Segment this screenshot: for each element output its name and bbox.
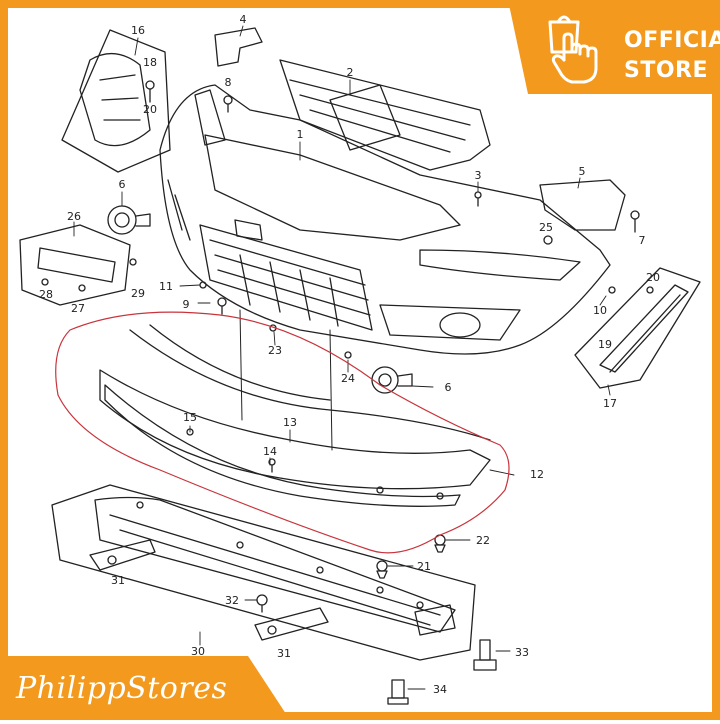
label-30: 30 — [191, 645, 205, 658]
label-32: 32 — [225, 594, 239, 607]
label-7: 7 — [639, 234, 646, 247]
badge-line-store: STORE — [624, 58, 709, 83]
part-33-bolt — [479, 639, 491, 661]
label-21: 21 — [417, 560, 431, 573]
part-31-right — [254, 607, 329, 641]
part-34-bolt — [391, 679, 405, 699]
part-12-highlight-outline — [55, 311, 510, 554]
part-5-bracket — [539, 179, 626, 231]
store-banner-background — [0, 656, 290, 720]
part-12-spoiler — [99, 369, 491, 490]
exploded-parts-diagram: 16 4 18 20 8 2 1 3 5 7 25 6 26 29 28 27 … — [19, 13, 701, 705]
badge-line-official: OFFICIAL — [624, 28, 720, 53]
label-27: 27 — [71, 302, 85, 315]
label-13: 13 — [283, 416, 297, 429]
label-2: 2 — [347, 66, 354, 79]
label-19: 19 — [598, 338, 612, 351]
label-26: 26 — [67, 210, 81, 223]
store-name-text: PhilippStores — [16, 671, 228, 706]
part-2-grille — [279, 59, 491, 171]
official-store-badge: OFFICIAL STORE — [508, 0, 720, 94]
label-34: 34 — [433, 683, 447, 696]
label-24: 24 — [341, 372, 355, 385]
part-6-lamp-right — [371, 366, 399, 394]
part-31-left — [89, 539, 156, 571]
part-16-box — [61, 29, 171, 173]
part-1-bumper — [159, 84, 611, 355]
part-number-labels: 16 4 18 20 8 2 1 3 5 7 25 6 26 29 28 27 … — [39, 13, 660, 696]
label-14: 14 — [263, 445, 277, 458]
part-30-bar — [94, 496, 456, 633]
label-16: 16 — [131, 24, 145, 37]
hand-bag-icon — [548, 15, 598, 84]
label-25: 25 — [539, 221, 553, 234]
label-29: 29 — [131, 287, 145, 300]
part-26-box — [19, 224, 131, 306]
official-store-text: OFFICIAL STORE — [624, 26, 720, 86]
label-3: 3 — [475, 169, 482, 182]
label-31-right: 31 — [277, 647, 291, 660]
label-1: 1 — [297, 128, 304, 141]
label-4: 4 — [240, 13, 247, 26]
label-6-left: 6 — [119, 178, 126, 191]
label-20-right: 20 — [646, 271, 660, 284]
part-30-box — [51, 484, 476, 661]
label-11: 11 — [159, 280, 173, 293]
diagram-canvas: 16 4 18 20 8 2 1 3 5 7 25 6 26 29 28 27 … — [8, 8, 712, 712]
label-22: 22 — [476, 534, 490, 547]
label-9: 9 — [183, 298, 190, 311]
label-8: 8 — [225, 76, 232, 89]
store-name-banner: PhilippStores — [0, 656, 290, 720]
label-6-right: 6 — [445, 381, 452, 394]
part-4-bracket — [214, 27, 263, 67]
part-16-bracket — [79, 53, 151, 147]
part-17-box — [574, 267, 701, 389]
label-15: 15 — [183, 411, 197, 424]
label-20-top: 20 — [143, 103, 157, 116]
part-6-lamp-left — [107, 205, 137, 235]
label-5: 5 — [579, 165, 586, 178]
label-28: 28 — [39, 288, 53, 301]
label-18: 18 — [143, 56, 157, 69]
label-17: 17 — [603, 397, 617, 410]
label-23: 23 — [268, 344, 282, 357]
label-31-left: 31 — [111, 574, 125, 587]
label-10: 10 — [593, 304, 607, 317]
label-12: 12 — [530, 468, 544, 481]
label-33: 33 — [515, 646, 529, 659]
